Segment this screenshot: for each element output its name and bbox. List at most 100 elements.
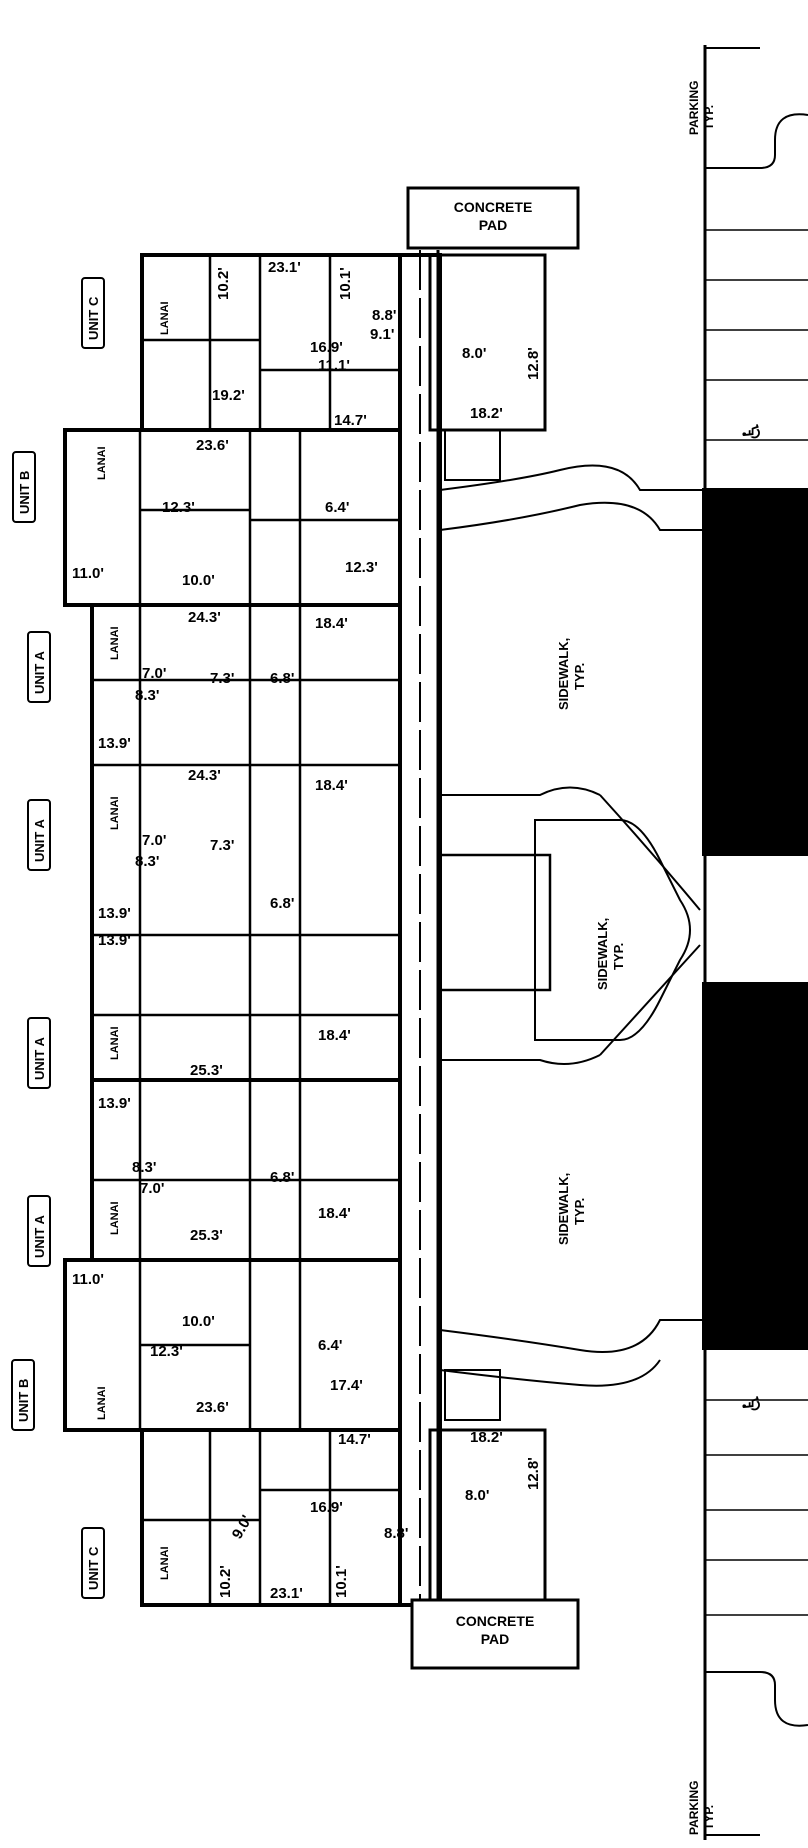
dimension-label: 13.9': [98, 932, 131, 949]
sidewalk-label-1b: TYP.: [572, 663, 587, 690]
lanai-label: LANAI: [159, 1546, 171, 1580]
wheelchair-icon: ♿: [738, 1392, 766, 1414]
dimension-label: 12.3': [345, 559, 378, 576]
dimension-label: 18.4': [315, 777, 348, 794]
dimension-label: 8.8': [384, 1525, 408, 1542]
concrete-pad-bottom-label-1: CONCRETE: [456, 1613, 535, 1629]
dimension-label: 18.2': [470, 405, 503, 422]
dimension-label: 11.1': [318, 357, 350, 374]
dimension-label: 12.8': [525, 347, 542, 380]
parking-label-bottom-2: TYP.: [702, 1805, 716, 1830]
unit-labels: [11, 277, 105, 1599]
dimension-label: 13.9': [98, 1095, 131, 1112]
concrete-pad-top-label-1: CONCRETE: [454, 199, 533, 215]
sidewalk-label-3b: TYP.: [572, 1198, 587, 1225]
service-block: [428, 1428, 547, 1607]
lanai-label: LANAI: [109, 796, 121, 830]
sidewalks: [439, 464, 702, 1387]
central-entry: [438, 853, 552, 992]
lanai-label: LANAI: [96, 446, 108, 480]
concrete-pad-bottom: [410, 1598, 580, 1670]
dimension-label: 9.1': [370, 326, 394, 343]
dimension-label: 12.3': [162, 499, 195, 516]
unit-label: UNIT B: [16, 1379, 31, 1422]
unit-label: UNIT A: [32, 819, 47, 862]
lanai-label: LANAI: [109, 1201, 121, 1235]
dimension-label: 10.1': [337, 267, 354, 300]
concrete-pad-bottom-label-2: PAD: [481, 1631, 510, 1647]
dimension-label: 9.0': [229, 1512, 256, 1542]
sidewalk-label-1a: SIDEWALK,: [556, 638, 571, 710]
dimension-label: 17.4': [330, 1377, 363, 1394]
dimension-label: 13.9': [98, 905, 131, 922]
dimension-label: 6.4': [318, 1337, 342, 1354]
stairs: [444, 429, 501, 481]
parking-label-bottom-1: PARKING: [687, 1781, 701, 1835]
parking-label-top-1: PARKING: [687, 81, 701, 135]
dimension-label: 16.9': [310, 1499, 343, 1516]
dimension-label: 8.0': [465, 1487, 489, 1504]
dimension-label: 14.7': [338, 1431, 371, 1448]
parking-island-curve: [705, 113, 808, 169]
dimension-label: 18.4': [318, 1027, 351, 1044]
stairs: [444, 1369, 501, 1421]
concrete-pad-top: [406, 186, 580, 250]
dimension-label: 16.9': [310, 339, 343, 356]
dimension-label: 18.4': [315, 615, 348, 632]
dimension-label: 7.0': [142, 832, 166, 849]
concrete-pad-top-label-2: PAD: [479, 217, 508, 233]
dimension-label: 6.4': [325, 499, 349, 516]
parking-island-curve: [705, 1671, 808, 1727]
unit-label: UNIT C: [86, 296, 101, 340]
unit-label: UNIT A: [32, 1215, 47, 1258]
lanai-label: LANAI: [109, 1026, 121, 1060]
dimension-label: 14.7': [334, 412, 367, 429]
wheelchair-icon: ♿: [738, 420, 766, 442]
interior-walls: [92, 255, 400, 1605]
dimension-label: 23.6': [196, 437, 229, 454]
building: [63, 253, 442, 1607]
sidewalk-label-2a: SIDEWALK,: [595, 918, 610, 990]
unit-label: UNIT A: [32, 651, 47, 694]
parking-label-top-2: TYP.: [702, 105, 716, 130]
dimension-label: 23.1': [270, 1585, 303, 1602]
corridor: [419, 250, 440, 1610]
unit-label: UNIT A: [32, 1037, 47, 1080]
dimension-label: 8.0': [462, 345, 486, 362]
unit-label: UNIT C: [86, 1546, 101, 1590]
dimension-label: 6.8': [270, 1169, 294, 1186]
dimension-label: 24.3': [188, 767, 221, 784]
parking-stalls: [705, 229, 808, 1616]
dimension-label: 11.0': [72, 1271, 104, 1288]
dimension-label: 11.0': [72, 565, 104, 582]
dimension-label: 8.3': [132, 1159, 156, 1176]
sidewalk-label-3a: SIDEWALK,: [556, 1173, 571, 1245]
dimension-label: 7.0': [140, 1180, 164, 1197]
dimension-label: 18.4': [318, 1205, 351, 1222]
dimension-label: 7.3': [210, 670, 234, 687]
lanai-label: LANAI: [96, 1386, 108, 1420]
lanai-label: LANAI: [109, 626, 121, 660]
service-block: [428, 253, 547, 432]
dimension-label: 24.3': [188, 609, 221, 626]
dimension-label: 12.3': [150, 1343, 183, 1360]
dimension-label: 6.8': [270, 895, 294, 912]
parking-block: [702, 488, 808, 856]
dimension-label: 19.2': [212, 387, 245, 404]
dimension-label: 12.8': [525, 1457, 542, 1490]
dimension-label: 25.3': [190, 1062, 223, 1079]
dimension-label: 10.1': [333, 1565, 350, 1598]
lanai-label: LANAI: [159, 301, 171, 335]
dimension-label: 6.8': [270, 670, 294, 687]
dimension-label: 10.2': [217, 1565, 234, 1598]
dimension-label: 7.3': [210, 837, 234, 854]
dimension-label: 7.0': [142, 665, 166, 682]
dimension-label: 8.3': [135, 687, 159, 704]
dimension-label: 13.9': [98, 735, 131, 752]
dimension-label: 10.2': [215, 267, 232, 300]
unit-label: UNIT B: [17, 471, 32, 514]
parking-block: [702, 982, 808, 1350]
dimension-label: 18.2': [470, 1429, 503, 1446]
dimension-label: 10.0': [182, 572, 215, 589]
